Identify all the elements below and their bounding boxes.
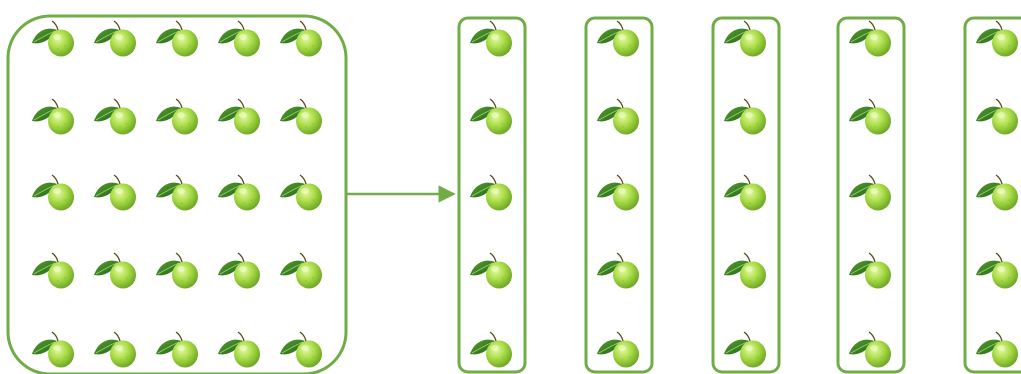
guava-icon	[217, 252, 261, 290]
guava-icon	[31, 331, 75, 369]
guava-icon	[596, 98, 640, 136]
target-group-3	[711, 16, 781, 374]
guava-icon	[469, 174, 513, 212]
guava-icon	[279, 174, 323, 212]
guava-icon	[31, 174, 75, 212]
target-group-box	[711, 16, 781, 374]
guava-icon	[31, 20, 75, 58]
guava-icon	[975, 252, 1019, 290]
guava-icon	[31, 252, 75, 290]
guava-icon	[469, 252, 513, 290]
guava-icon	[469, 98, 513, 136]
guava-icon	[93, 331, 137, 369]
guava-icon	[723, 174, 767, 212]
guava-icon	[975, 174, 1019, 212]
guava-icon	[217, 331, 261, 369]
guava-icon	[848, 20, 892, 58]
target-group-box	[963, 16, 1021, 374]
guava-icon	[155, 20, 199, 58]
guava-icon	[93, 98, 137, 136]
guava-icon	[596, 252, 640, 290]
guava-icon	[975, 331, 1019, 369]
target-group-5	[963, 16, 1021, 374]
guava-icon	[155, 252, 199, 290]
guava-icon	[31, 98, 75, 136]
guava-icon	[723, 331, 767, 369]
guava-icon	[596, 20, 640, 58]
guava-icon	[93, 174, 137, 212]
guava-icon	[469, 331, 513, 369]
guava-icon	[155, 98, 199, 136]
target-group-1	[457, 16, 527, 374]
guava-icon	[279, 20, 323, 58]
source-group	[6, 14, 348, 374]
guava-icon	[723, 98, 767, 136]
guava-icon	[217, 174, 261, 212]
guava-icon	[155, 331, 199, 369]
guava-icon	[279, 252, 323, 290]
target-group-2	[584, 16, 654, 374]
guava-icon	[723, 252, 767, 290]
guava-icon	[848, 331, 892, 369]
guava-icon	[596, 331, 640, 369]
guava-icon	[93, 20, 137, 58]
guava-icon	[217, 98, 261, 136]
guava-icon	[975, 20, 1019, 58]
guava-icon	[975, 98, 1019, 136]
guava-icon	[217, 20, 261, 58]
guava-icon	[279, 331, 323, 369]
guava-icon	[279, 98, 323, 136]
guava-icon	[155, 174, 199, 212]
target-group-4	[836, 16, 906, 374]
target-group-box	[457, 16, 527, 374]
guava-icon	[723, 20, 767, 58]
guava-icon	[93, 252, 137, 290]
target-group-box	[584, 16, 654, 374]
guava-icon	[848, 98, 892, 136]
guava-icon	[848, 252, 892, 290]
target-group-box	[836, 16, 906, 374]
guava-icon	[848, 174, 892, 212]
guava-icon	[469, 20, 513, 58]
guava-icon	[596, 174, 640, 212]
